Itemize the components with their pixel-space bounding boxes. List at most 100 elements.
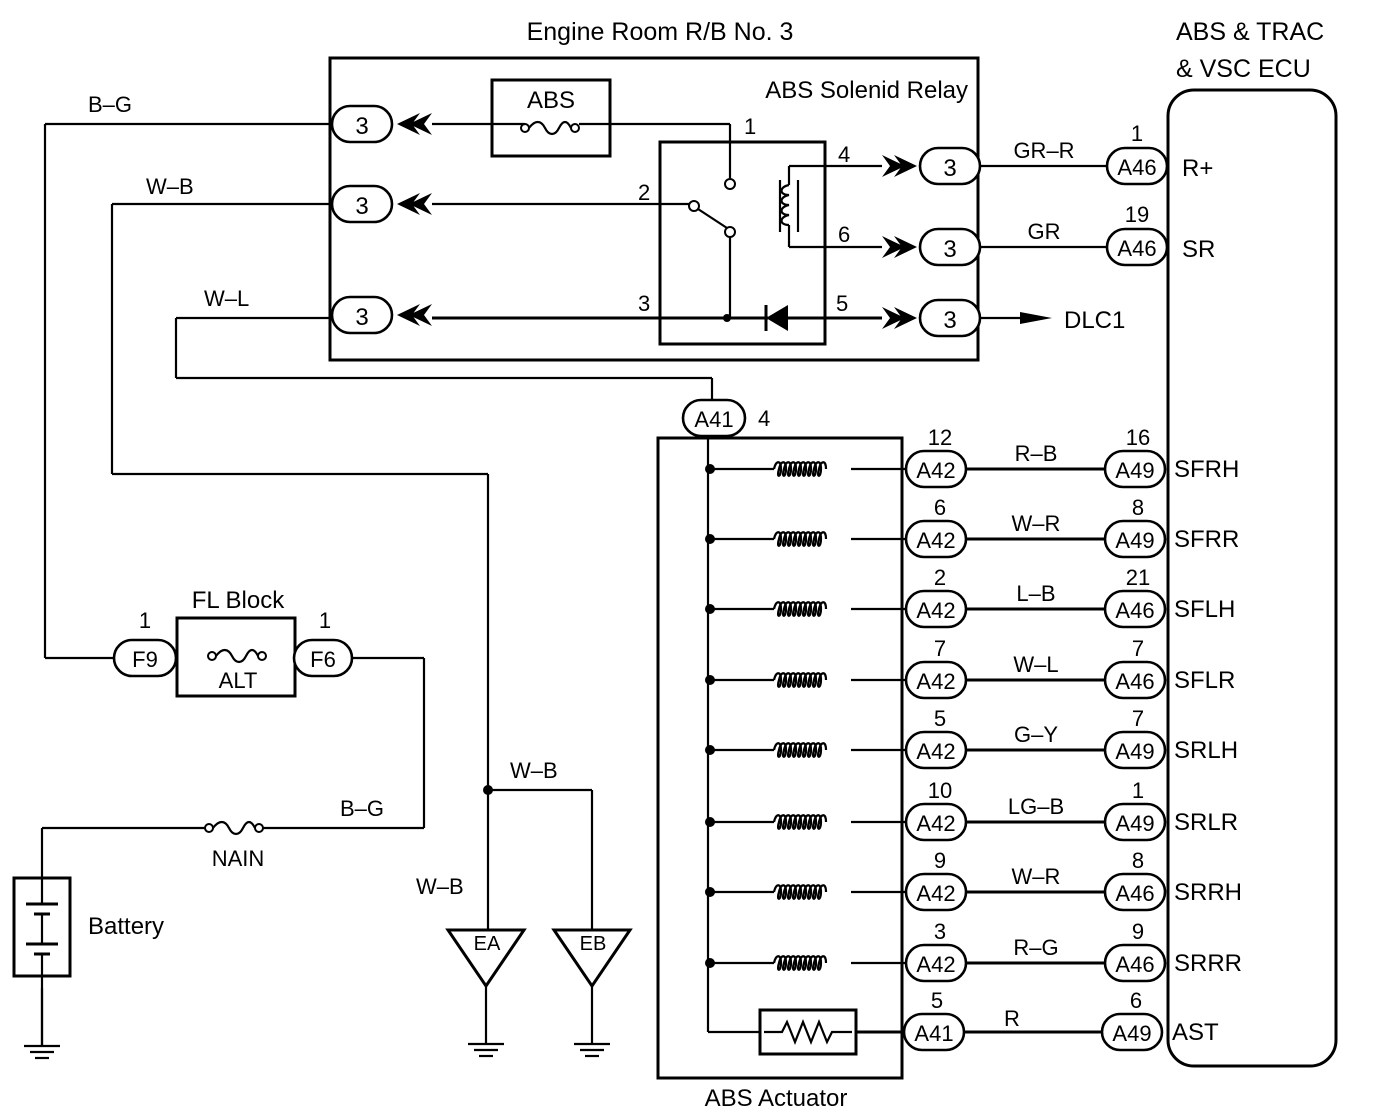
main-fuse-icon — [203, 820, 265, 836]
f9-connector-label: F9 — [132, 647, 158, 672]
ground-ea-triangle — [445, 928, 527, 989]
solenoid-sflr-terminal-name: SFLR — [1174, 667, 1235, 694]
relay-pin-1: 1 — [744, 114, 756, 139]
solenoid-sfrh-ecu-pin: 16 — [1126, 425, 1150, 450]
solenoid-srrr-terminal-name: SRRR — [1174, 950, 1242, 977]
wire-wb-ground: W–B — [510, 758, 558, 783]
solenoid-srlr-terminal-name: SRLR — [1174, 809, 1238, 836]
solenoid-sflr-ecu-connector — [1103, 660, 1167, 700]
solenoid-sfrh-coil-icon — [772, 461, 828, 477]
battery-label: Battery — [88, 913, 164, 940]
solenoid-sflh-actuator-pin: 2 — [934, 565, 946, 590]
solenoid-sflh-ecu-connector — [1103, 589, 1167, 629]
wire-gr-r: GR–R — [1013, 138, 1074, 163]
left-wiring — [40, 122, 714, 1046]
ecu-connector-sr — [1105, 227, 1169, 267]
solenoid-sfrr-ecu-connector — [1103, 519, 1167, 559]
solenoid-srrr-ecu-connector-label: A46 — [1115, 952, 1154, 977]
fl-block-label: FL Block — [192, 587, 285, 614]
solenoid-srrh-actuator-connector-label: A42 — [916, 881, 955, 906]
f9-pin: 1 — [139, 608, 151, 633]
solenoid-srrr-ecu-pin: 9 — [1132, 919, 1144, 944]
solenoid-srlh-coil-icon — [772, 742, 828, 758]
connector-chevrons — [397, 113, 917, 329]
ecu-title-line1: ABS & TRAC — [1176, 18, 1324, 46]
solenoid-sfrh-actuator-connector-label: A42 — [916, 458, 955, 483]
solenoid-srrh-ecu-pin: 8 — [1132, 848, 1144, 873]
dlc1-label: DLC1 — [1064, 307, 1125, 334]
solenoid-srlr-actuator-pin: 10 — [928, 778, 952, 803]
wire-wb-top: W–B — [146, 174, 194, 199]
solenoid-srrh-coil-icon — [772, 884, 828, 900]
battery-ground-icon — [22, 986, 62, 1060]
rb-right-connector-1-label: 3 — [943, 155, 956, 182]
solenoid-srlr-ecu-connector — [1103, 802, 1167, 842]
solenoid-sfrr-wire-color: W–R — [1012, 511, 1061, 536]
solenoid-rows: A4212R–BA4916SFRHA426W–RA498SFRRA422L–BA… — [705, 425, 1242, 983]
ecu-terminal-r-plus: R+ — [1182, 155, 1213, 182]
solenoid-sflh-ecu-pin: 21 — [1126, 565, 1150, 590]
solenoid-srrh-ecu-connector-label: A46 — [1115, 881, 1154, 906]
ecu-pin-r-plus: 1 — [1131, 121, 1143, 146]
solenoid-srlr-actuator-connector-label: A42 — [916, 811, 955, 836]
actuator-common-connector-label: A41 — [694, 407, 733, 432]
solenoid-sflh-wire-color: L–B — [1016, 581, 1055, 606]
alt-fuse-label: ALT — [219, 668, 258, 693]
wire-bg-top: B–G — [88, 92, 132, 117]
abs-fuse-box — [490, 78, 612, 158]
solenoid-sfrh-ecu-connector — [1103, 449, 1167, 489]
rb-left-connector-3 — [330, 295, 394, 335]
solenoid-srlr-ecu-connector-label: A49 — [1115, 811, 1154, 836]
solenoid-srlh-ecu-pin: 7 — [1132, 706, 1144, 731]
solenoid-sflh-actuator-connector-label: A42 — [916, 598, 955, 623]
solenoid-srlr-coil-icon — [772, 814, 828, 830]
actuator-common-pin: 4 — [758, 406, 770, 431]
relay-pin-2: 2 — [638, 180, 650, 205]
solenoid-sfrr-ecu-connector-label: A49 — [1115, 528, 1154, 553]
relay-internals — [432, 122, 882, 331]
f6-connector — [292, 638, 354, 678]
abs-actuator-box — [656, 436, 904, 1080]
wire-wb-ground2: W–B — [416, 874, 464, 899]
ground-eb-triangle — [551, 928, 633, 989]
solenoid-srlh-ecu-connector — [1103, 730, 1167, 770]
abs-actuator-label: ABS Actuator — [705, 1085, 848, 1112]
ground-eb-icon — [572, 984, 612, 1058]
solenoid-sfrr-terminal-name: SFRR — [1174, 526, 1239, 553]
wire-wl-top: W–L — [204, 286, 249, 311]
wire-bg-bottom: B–G — [340, 796, 384, 821]
abs-fuse-icon — [519, 120, 581, 136]
ecu-connector-r-plus — [1105, 146, 1169, 186]
solenoid-sflr-actuator-connector-label: A42 — [916, 669, 955, 694]
ground-eb-label: EB — [580, 933, 607, 955]
relay-pin-3: 3 — [638, 291, 650, 316]
rb-left-connector-2-label: 3 — [355, 193, 368, 220]
relay-pin-5: 5 — [836, 291, 848, 316]
ast-terminal-name: AST — [1172, 1019, 1219, 1046]
solenoid-srrh-terminal-name: SRRH — [1174, 879, 1242, 906]
actuator-common-connector — [681, 398, 747, 438]
solenoid-sflh-terminal-name: SFLH — [1174, 596, 1235, 623]
solenoid-sflr-ecu-connector-label: A46 — [1115, 669, 1154, 694]
solenoid-sflh-coil-icon — [772, 601, 828, 617]
solenoid-sfrh-actuator-pin: 12 — [928, 425, 952, 450]
solenoid-sfrh-terminal-name: SFRH — [1174, 456, 1239, 483]
solenoid-sfrr-coil-icon — [772, 531, 828, 547]
solenoid-srrr-coil-icon — [772, 955, 828, 971]
ecu-connector-r-plus-label: A46 — [1117, 155, 1156, 180]
solenoid-srrr-ecu-connector — [1103, 943, 1167, 983]
ecu-pin-sr: 19 — [1125, 202, 1149, 227]
ecu-title-line2: & VSC ECU — [1176, 55, 1311, 83]
solenoid-srlh-actuator-connector-label: A42 — [916, 739, 955, 764]
ast-wire-color: R — [1004, 1006, 1020, 1031]
solenoid-sfrr-actuator-connector-label: A42 — [916, 528, 955, 553]
f6-pin: 1 — [319, 608, 331, 633]
solenoid-sflr-coil-icon — [772, 672, 828, 688]
solenoid-srlh-ecu-connector-label: A49 — [1115, 739, 1154, 764]
ecu-connector-sr-label: A46 — [1117, 236, 1156, 261]
ast-ecu-connector-label: A49 — [1112, 1021, 1151, 1046]
ground-ea-label: EA — [474, 933, 501, 955]
engine-room-box — [328, 56, 980, 362]
main-fuse-label: NAIN — [212, 846, 265, 871]
